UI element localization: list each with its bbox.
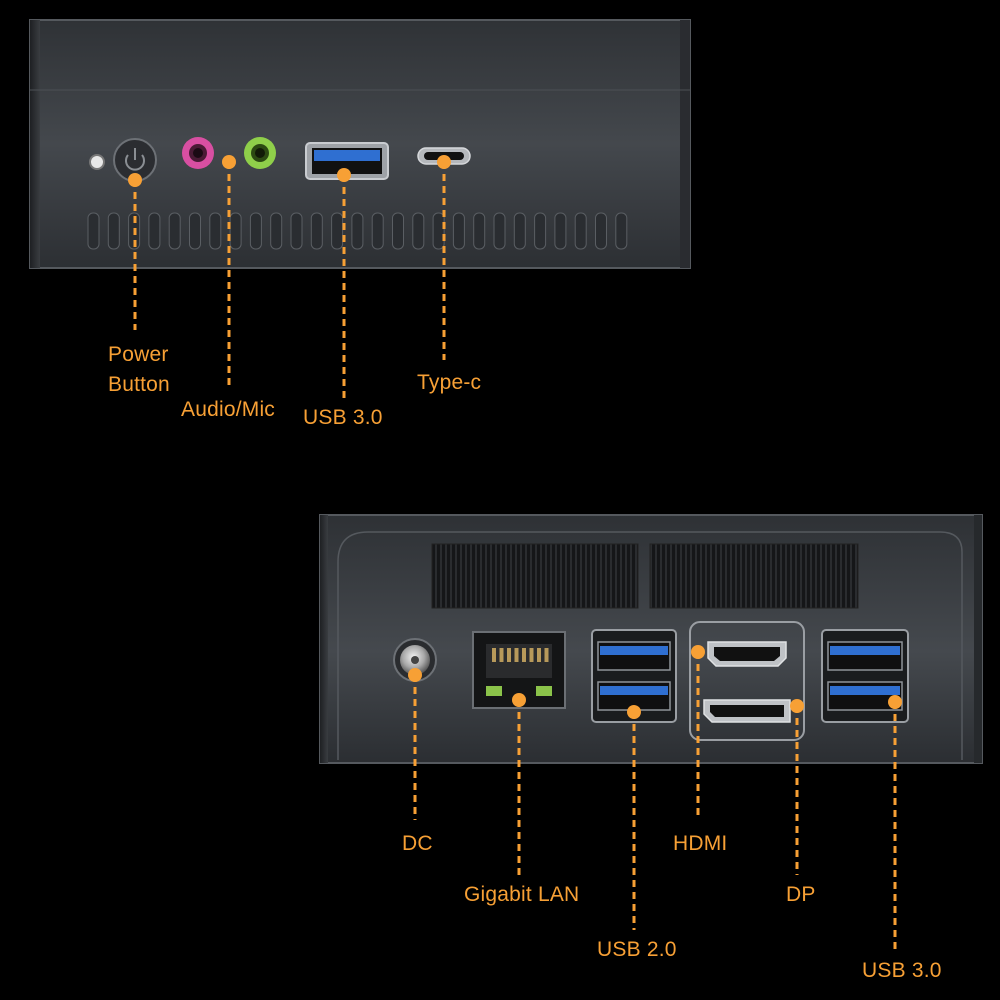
- usb3-ports-rear[interactable]: [821, 629, 909, 723]
- vent-right: [649, 543, 859, 609]
- rj45-pin: [492, 648, 496, 662]
- label-usb3-front: USB 3.0: [303, 406, 383, 429]
- rj45-pin: [537, 648, 541, 662]
- grille-slot: [473, 212, 486, 250]
- grille-slot: [249, 212, 262, 250]
- grille-slot: [432, 212, 445, 250]
- grille-slot: [392, 212, 404, 250]
- rj45-pin: [544, 648, 549, 662]
- grille-slot: [229, 212, 242, 250]
- front-grille: [87, 212, 628, 250]
- dc-jack-icon[interactable]: [393, 638, 437, 682]
- label-dp: DP: [786, 883, 816, 906]
- rj45-pin: [529, 648, 534, 662]
- displayport-icon[interactable]: [703, 699, 791, 723]
- front-panel: [29, 19, 691, 269]
- label-power-button-line1: Power: [108, 343, 169, 366]
- front-callouts: [133, 162, 446, 400]
- grille-slot: [554, 212, 567, 250]
- mic-jack[interactable]: [182, 137, 214, 169]
- rear-callout-dots: [408, 645, 902, 719]
- led-indicator-icon: [89, 154, 105, 170]
- label-audio-mic: Audio/Mic: [181, 398, 276, 421]
- rear-panel: [319, 514, 983, 764]
- grille-slot: [331, 212, 344, 250]
- grille-slot: [412, 212, 425, 250]
- rear-callouts: [413, 652, 897, 950]
- rj45-pin: [522, 648, 526, 662]
- rj45-pin: [499, 648, 504, 662]
- grille-slot: [290, 212, 303, 250]
- rj45-pin: [507, 648, 511, 662]
- rj45-pin: [514, 648, 519, 662]
- grille-slot: [310, 212, 323, 250]
- grille-slot: [87, 212, 100, 250]
- grille-slot: [452, 212, 465, 250]
- grille-slot: [513, 212, 526, 250]
- label-typec: Type-c: [417, 371, 482, 394]
- grille-slot: [534, 212, 547, 250]
- power-icon: [125, 148, 145, 171]
- label-usb3-rear: USB 3.0: [862, 959, 942, 982]
- front-callout-dots: [128, 155, 451, 187]
- label-hdmi: HDMI: [673, 832, 728, 855]
- grille-slot: [351, 212, 364, 250]
- label-usb2: USB 2.0: [597, 938, 677, 961]
- grille-slot: [574, 212, 587, 250]
- hdmi-port-icon[interactable]: [707, 641, 787, 667]
- grille-slot: [615, 212, 628, 250]
- label-dc: DC: [402, 832, 433, 855]
- grille-slot: [209, 212, 222, 250]
- grille-slot: [595, 212, 607, 250]
- grille-slot: [493, 212, 506, 250]
- video-ports-frame: [689, 621, 805, 741]
- grille-slot: [189, 212, 201, 250]
- grille-slot: [148, 212, 161, 250]
- grille-slot: [270, 212, 283, 250]
- grille-slot: [371, 212, 384, 250]
- grille-slot: [107, 212, 120, 250]
- vent-left: [431, 543, 639, 609]
- power-button[interactable]: [113, 138, 157, 182]
- rj45-port-icon[interactable]: [472, 631, 566, 709]
- label-power-button-line2: Button: [108, 373, 170, 396]
- audio-jack[interactable]: [244, 137, 276, 169]
- label-gigabit-lan: Gigabit LAN: [464, 883, 580, 906]
- grille-slot: [168, 212, 181, 250]
